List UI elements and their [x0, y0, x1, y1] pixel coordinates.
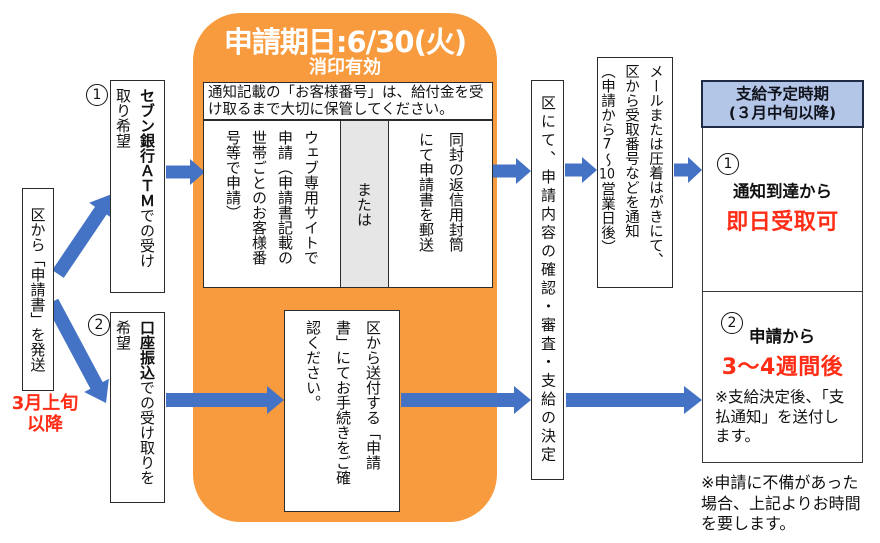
text-line: 号等で申請）: [224, 130, 242, 220]
deadline-title: 申請期日:6/30(火): [223, 25, 467, 59]
postmark-valid-label: 消印有効: [309, 57, 381, 78]
incomplete-application-footnote: ※申請に不備があった場合、上記よりお時間を要します。: [701, 473, 861, 533]
notification-col2: 区から受取番号などを通知: [623, 64, 639, 238]
web-application-cell: ウェブ専用サイトで申請（申請書記載の世帯ごとのお客様番号等で申請）: [204, 121, 341, 287]
option1-line1-bold: セブン銀行ＡＴＭ: [138, 88, 156, 208]
case2-highlight: 3～4週間後: [721, 355, 844, 380]
text-line: にて申請書を郵送: [417, 132, 435, 252]
or-label: または: [355, 181, 373, 227]
dispatch-box-text: 区から「申請書」を発送: [28, 207, 47, 372]
case1-label: 通知到達から: [733, 182, 832, 201]
arrow-notification-to-schedule: [674, 157, 702, 183]
dispatch-timing-line1: 3月上旬: [11, 393, 79, 414]
case1-highlight: 即日受取可: [726, 210, 839, 235]
payment-schedule-header: 支給予定時期 (３月中旬以降): [701, 80, 864, 128]
case2-number-badge: 2: [721, 312, 743, 334]
arrow-review-to-schedule: [566, 386, 702, 414]
notification-col1: メールまたは圧着はがきにて、: [647, 64, 663, 267]
or-cell: または: [341, 121, 389, 287]
option1-line1-rest: での受け: [138, 208, 156, 268]
option1-atm-box: セブン銀行ＡＴＭでの受け 取り希望: [110, 80, 165, 293]
option1-line2: 取り希望: [114, 88, 132, 148]
text-line: 申請（申請書記載の: [276, 130, 294, 265]
case2-label: 申請から: [749, 327, 815, 346]
case2-note: ※支給決定後、「支払通知」を送付します。: [715, 388, 845, 445]
text-line: ウェブ専用サイトで: [302, 130, 320, 265]
option2-transfer-box: 口座振込での受け取りを 希望: [110, 312, 165, 503]
notification-col3: （申請から7～10営業日後）: [595, 64, 619, 287]
application-methods-table: ウェブ専用サイトで申請（申請書記載の世帯ごとのお客様番号等で申請） または 同封…: [203, 120, 493, 288]
arrow-review-to-notification: [565, 157, 597, 183]
transfer-procedure-box: 区から送付する「申請書」にてお手続きをご確認ください。: [284, 310, 400, 512]
customer-number-notice: 通知記載の「お客様番号」は、給付金を受け取るまで大切に保管してください。: [203, 82, 493, 120]
schedule-header-line2: (３月中旬以降): [728, 104, 837, 122]
arrow-methods-to-review: [493, 158, 531, 184]
dispatch-box: 区から「申請書」を発送: [22, 188, 54, 391]
option1-number-badge: 1: [86, 84, 108, 106]
text-line: 世帯ごとのお客様番: [250, 130, 268, 265]
notification-col3-number: 10: [599, 167, 615, 182]
dispatch-timing-line2: 以降: [27, 414, 63, 435]
notification-col3-pre: （申請から7～: [599, 64, 615, 167]
option2-number-badge: 2: [88, 314, 110, 336]
payment-schedule-body: 1 通知到達から 即日受取可 2 申請から 3～4週間後 ※支給決定後、「支払通…: [702, 128, 863, 463]
text-line: 認ください。: [304, 320, 322, 410]
schedule-header-line1: 支給予定時期: [735, 85, 829, 103]
text-line: 書」にてお手続きをご確: [334, 320, 352, 485]
text-line: 同封の返信用封筒: [447, 132, 465, 252]
option2-line1-bold: 口座振込: [138, 320, 156, 380]
notification-col3-post: 営業日後）: [599, 181, 615, 255]
notification-box: メールまたは圧着はがきにて、 区から受取番号などを通知 （申請から7～10営業日…: [597, 57, 673, 288]
text-line: 区から送付する「申請: [364, 320, 382, 470]
case1-number-badge: 1: [717, 153, 739, 175]
arrow-dispatch-to-option1: [52, 194, 113, 278]
schedule-case2-section: 2 申請から 3～4週間後 ※支給決定後、「支払通知」を送付します。: [703, 292, 862, 461]
option2-line2: 希望: [114, 320, 132, 350]
review-decision-box: 区にて、申請内容の確認・審査・支給の決定: [531, 80, 564, 480]
schedule-case1-section: 1 通知到達から 即日受取可: [703, 128, 862, 292]
option2-line1-rest: での受け取りを: [138, 380, 156, 485]
dispatch-timing-note: 3月上旬 以降: [0, 393, 90, 435]
mail-application-cell: 同封の返信用封筒にて申請書を郵送: [389, 121, 492, 287]
option2-line1: 口座振込での受け取りを: [135, 320, 159, 502]
option1-line1: セブン銀行ＡＴＭでの受け: [135, 88, 159, 292]
